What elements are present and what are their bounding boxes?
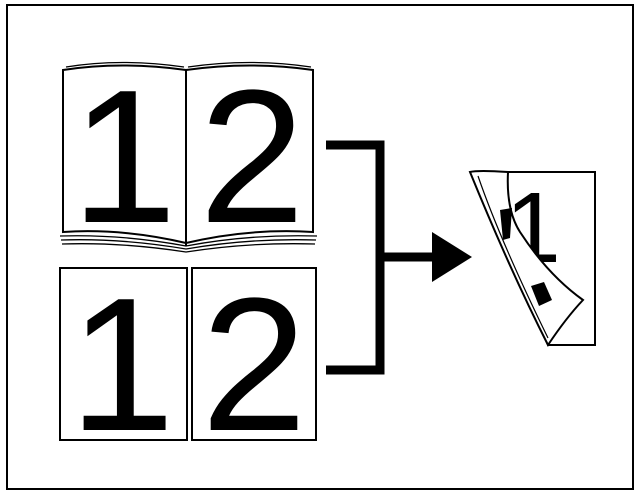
open-book: 1 2 [60,51,317,263]
separate-sheets: 1 2 [60,259,316,471]
book-right-page-number: 2 [199,51,305,263]
merge-bracket [326,145,472,370]
result-page: 1 [470,171,595,345]
sheet-left-number: 1 [69,259,175,471]
book-left-page-number: 1 [71,51,177,263]
sheet-right-number: 2 [201,259,307,471]
bracket-line [326,145,380,370]
arrow-head [432,232,472,282]
